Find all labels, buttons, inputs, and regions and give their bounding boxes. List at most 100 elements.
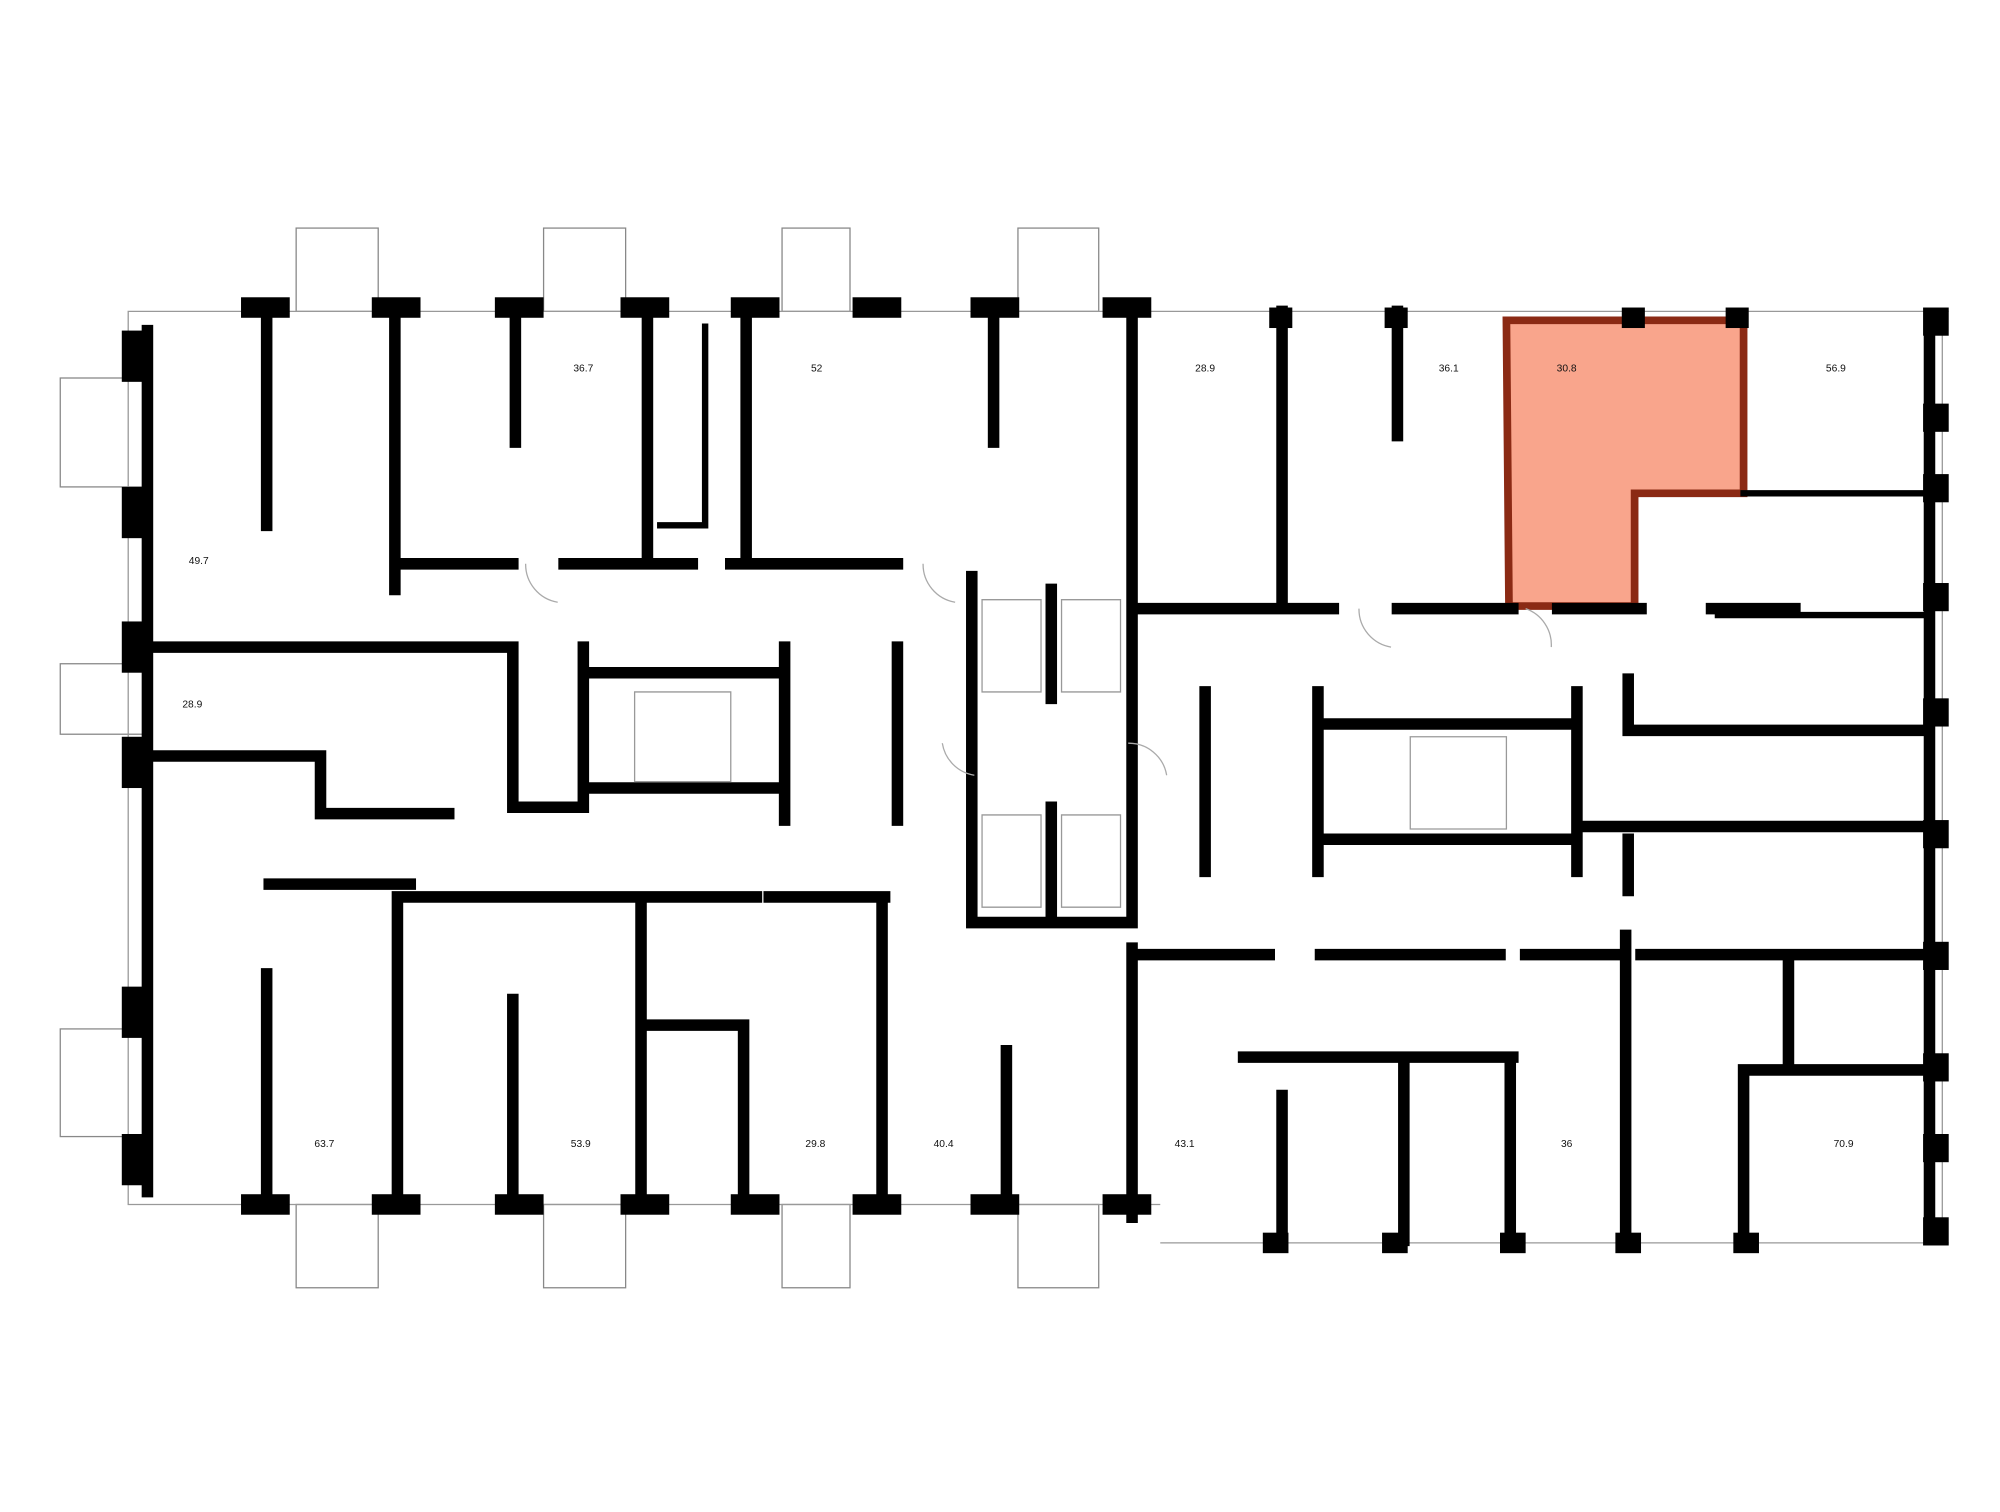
column [371, 297, 421, 318]
apartment-area-label: 36.7 [573, 364, 593, 375]
apartment-area-label: 63.7 [314, 1139, 334, 1150]
doors [524, 563, 1552, 776]
apartment-area[interactable] [1749, 318, 1926, 606]
column [1384, 307, 1408, 329]
apartment[interactable]: 40.4 [885, 902, 1129, 1199]
column [121, 736, 150, 789]
column [241, 297, 290, 318]
apartment[interactable]: 70.9 [1631, 960, 1926, 1235]
apartment-area[interactable] [1137, 960, 1278, 1235]
apartment[interactable]: 53.9 [400, 902, 638, 1199]
apartment[interactable]: 29.8 [749, 902, 880, 1199]
apartment[interactable]: 63.7 [153, 884, 394, 1199]
column [1923, 820, 1949, 849]
column [730, 297, 780, 318]
apartment-area-label: 52 [811, 364, 823, 375]
apartment-area-label: 36.1 [1439, 364, 1459, 375]
apartment-area-label: 56.9 [1826, 364, 1846, 375]
inner-partitions [657, 323, 1933, 619]
column [1615, 1232, 1642, 1254]
balcony [59, 663, 149, 735]
apartment-area[interactable] [1137, 318, 1278, 606]
column [1923, 583, 1949, 612]
apartment[interactable]: 30.8 [1557, 364, 1577, 375]
apartment[interactable]: 56.9 [1749, 318, 1926, 606]
column [1923, 474, 1949, 503]
balcony [1017, 227, 1100, 313]
column [1923, 307, 1949, 336]
column [494, 297, 544, 318]
column [1621, 307, 1645, 329]
balcony [781, 1203, 851, 1289]
apartment[interactable]: 36.7 [400, 318, 644, 561]
apartment-area[interactable] [153, 652, 509, 806]
column [121, 621, 150, 673]
balcony [1017, 1203, 1100, 1289]
column [1923, 1053, 1949, 1082]
apartment[interactable]: 36.1 [1287, 318, 1505, 606]
apartment[interactable]: 28.9 [1137, 318, 1278, 606]
column [1725, 307, 1749, 329]
balcony [295, 227, 379, 313]
apartment-area[interactable] [749, 902, 880, 1199]
column [121, 986, 150, 1038]
column [494, 1194, 544, 1215]
apartment-area-label: 28.9 [1195, 364, 1215, 375]
selected-apartment-highlight[interactable] [1502, 316, 1748, 610]
elevators-and-stairs [633, 599, 1508, 908]
column [1500, 1232, 1526, 1254]
column [1102, 1194, 1152, 1215]
apartment[interactable]: 28.9 [153, 652, 509, 806]
balcony [59, 1028, 149, 1138]
apartment-area[interactable] [153, 318, 391, 645]
apartment-area[interactable] [885, 902, 1129, 1199]
column [620, 297, 670, 318]
column [1269, 307, 1293, 329]
column [1923, 1217, 1949, 1246]
balcony [295, 1203, 379, 1289]
column [970, 1194, 1020, 1215]
column [1382, 1232, 1408, 1254]
apartment-area[interactable] [1287, 318, 1505, 606]
column [121, 486, 150, 539]
apartment-area[interactable] [1631, 960, 1926, 1235]
apartment[interactable]: 43.1 [1137, 960, 1278, 1235]
column [1102, 297, 1152, 318]
column [1923, 698, 1949, 727]
apartment-area[interactable] [153, 884, 394, 1199]
column [852, 297, 902, 318]
apartment-area[interactable] [751, 318, 995, 561]
balcony [781, 227, 851, 313]
apartment-area[interactable] [1409, 960, 1622, 1235]
column [1923, 1134, 1949, 1163]
apartment-area-label: 30.8 [1557, 364, 1577, 375]
balconies [59, 227, 1100, 1289]
column [1923, 403, 1949, 432]
balcony [542, 227, 627, 313]
apartment-area-label: 40.4 [934, 1139, 954, 1150]
apartment-area-label: 36 [1561, 1139, 1573, 1150]
column [620, 1194, 670, 1215]
apartment-area[interactable] [400, 318, 644, 561]
column [241, 1194, 290, 1215]
apartment[interactable]: 36 [1409, 960, 1622, 1235]
apartment-area-label: 29.8 [805, 1139, 825, 1150]
column [1733, 1232, 1759, 1254]
apartment[interactable]: 52 [751, 318, 995, 561]
column [730, 1194, 780, 1215]
apartment[interactable]: 49.7 [153, 318, 391, 645]
column [852, 1194, 902, 1215]
balcony [59, 377, 149, 488]
apartment-area[interactable] [400, 902, 638, 1199]
balcony [542, 1203, 627, 1289]
column [121, 1134, 150, 1186]
column [970, 297, 1020, 318]
apartment-area-label: 70.9 [1834, 1139, 1854, 1150]
apartment-area-label: 28.9 [182, 699, 202, 710]
facade-columns [121, 297, 1949, 1254]
column [1923, 941, 1949, 970]
apartment-area-label: 43.1 [1175, 1139, 1195, 1150]
column [121, 330, 150, 382]
column [371, 1194, 421, 1215]
